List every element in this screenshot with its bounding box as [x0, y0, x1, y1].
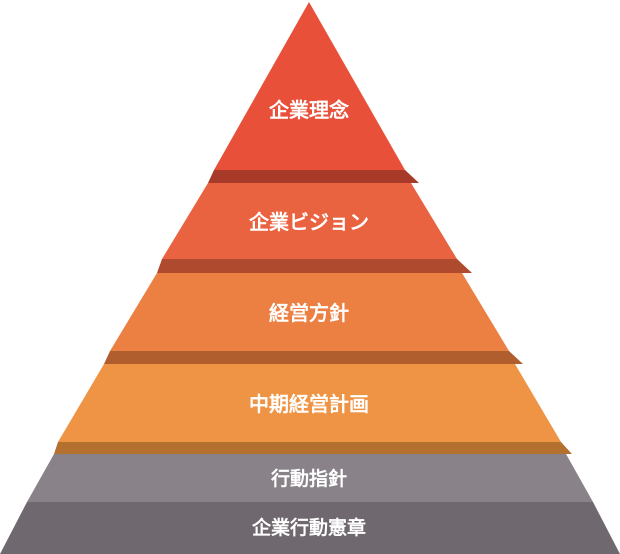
tier-shadow-4 — [54, 442, 572, 454]
tier-4-label: 中期経営計画 — [249, 392, 369, 416]
tier-shadow-3 — [104, 351, 523, 364]
tier-shadow-1 — [208, 170, 419, 183]
tier-6 — [0, 502, 620, 554]
tier-shadow-2 — [157, 259, 472, 273]
tier-3-label: 経営方針 — [269, 301, 349, 325]
tier-5-label: 行動指針 — [270, 467, 347, 490]
tier-4 — [58, 364, 561, 442]
tier-2-label: 企業ビジョン — [248, 210, 369, 234]
tier-2 — [162, 183, 457, 259]
tier-3 — [110, 273, 509, 351]
tier-1 — [214, 2, 405, 170]
tier-5 — [27, 454, 593, 502]
tier-1-label: 企業理念 — [268, 98, 349, 122]
tier-6-label: 企業行動憲章 — [251, 516, 366, 539]
